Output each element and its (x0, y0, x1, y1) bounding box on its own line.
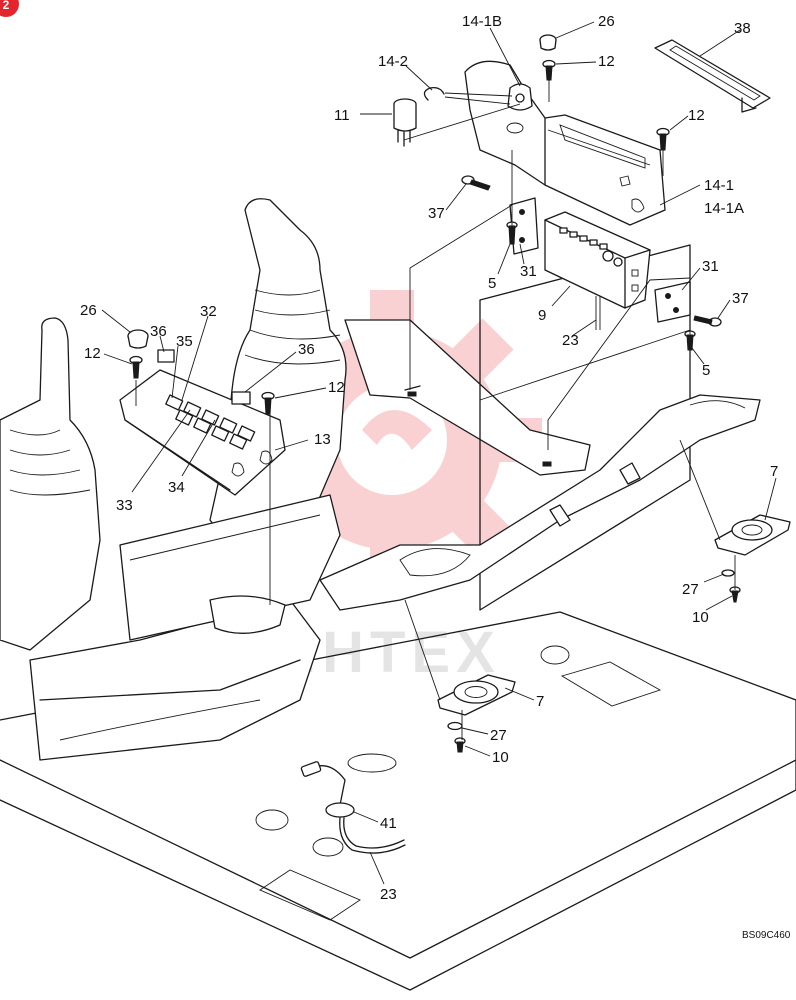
cap-26-top (539, 34, 557, 51)
svg-text:2: 2 (3, 0, 10, 12)
callout-38: 38 (734, 20, 751, 37)
callout-14-1b: 14-1B (462, 13, 502, 30)
screw-12-top (542, 59, 556, 81)
callout-32: 32 (200, 303, 217, 320)
radio-9 (544, 211, 651, 330)
callout-31-left: 31 (520, 263, 537, 280)
screw-12-right (656, 127, 670, 151)
callout-37-right: 37 (732, 290, 749, 307)
callout-35: 35 (176, 333, 193, 350)
callout-27-left: 27 (490, 727, 507, 744)
callout-10-right: 10 (692, 609, 709, 626)
cap-26-left (127, 329, 149, 349)
bolt-37-right (693, 315, 722, 327)
speaker-7-left (437, 674, 516, 716)
callout-23-bottom: 23 (380, 886, 397, 903)
callout-37-left: 37 (428, 205, 445, 222)
callout-36-b: 36 (298, 341, 315, 358)
reference-code: BS09C460 (742, 930, 791, 941)
callout-26-left: 26 (80, 302, 97, 319)
callout-7-right: 7 (770, 463, 778, 480)
callout-9: 9 (538, 307, 546, 324)
callout-27-right: 27 (682, 581, 699, 598)
bolt-37-left (461, 175, 491, 191)
callout-12-top: 12 (598, 53, 615, 70)
callout-10-left: 10 (492, 749, 509, 766)
speaker-7-right (714, 514, 791, 556)
console-top-cover-14-1 (464, 60, 666, 226)
callout-33: 33 (116, 497, 133, 514)
bracket-31-right (654, 281, 691, 323)
callout-41: 41 (380, 815, 397, 832)
callout-14-1a: 14-1A (704, 200, 744, 217)
callout-23-top: 23 (562, 332, 579, 349)
screw-12-left (129, 355, 143, 379)
callout-labels: 14-1B 26 38 14-2 12 11 12 14-1 14-1A 37 … (80, 13, 778, 903)
clip-14-2 (423, 86, 445, 101)
antenna-grommet-41 (300, 761, 406, 854)
callout-leaders (101, 21, 777, 885)
cab-floor-plate (0, 611, 796, 991)
callout-11: 11 (334, 107, 350, 124)
screw-12-mid (261, 391, 275, 415)
callout-12-mid: 12 (328, 379, 345, 396)
callout-14-1: 14-1 (704, 177, 734, 194)
callout-5-left: 5 (488, 275, 496, 292)
callout-14-2: 14-2 (378, 53, 408, 70)
callout-12-right: 12 (688, 107, 705, 124)
callout-13: 13 (314, 431, 331, 448)
armrest-bracket (319, 394, 761, 611)
screw-10-left (454, 737, 466, 753)
plate-38 (654, 39, 771, 113)
callout-34: 34 (168, 479, 185, 496)
callout-36-a: 36 (150, 323, 167, 340)
callout-31-right: 31 (702, 258, 719, 275)
switch-panel-13 (119, 349, 286, 496)
washer-27-right (721, 569, 735, 577)
corner-badge: 2 (0, 0, 19, 17)
callout-26-top: 26 (598, 13, 615, 30)
lamp-11 (393, 98, 417, 147)
washer-27-left (447, 721, 463, 731)
assembly-lines (135, 80, 736, 740)
switch-14-1b (507, 83, 533, 111)
callout-12-left: 12 (84, 345, 101, 362)
callout-7-left: 7 (536, 693, 544, 710)
callout-5-right: 5 (702, 362, 710, 379)
